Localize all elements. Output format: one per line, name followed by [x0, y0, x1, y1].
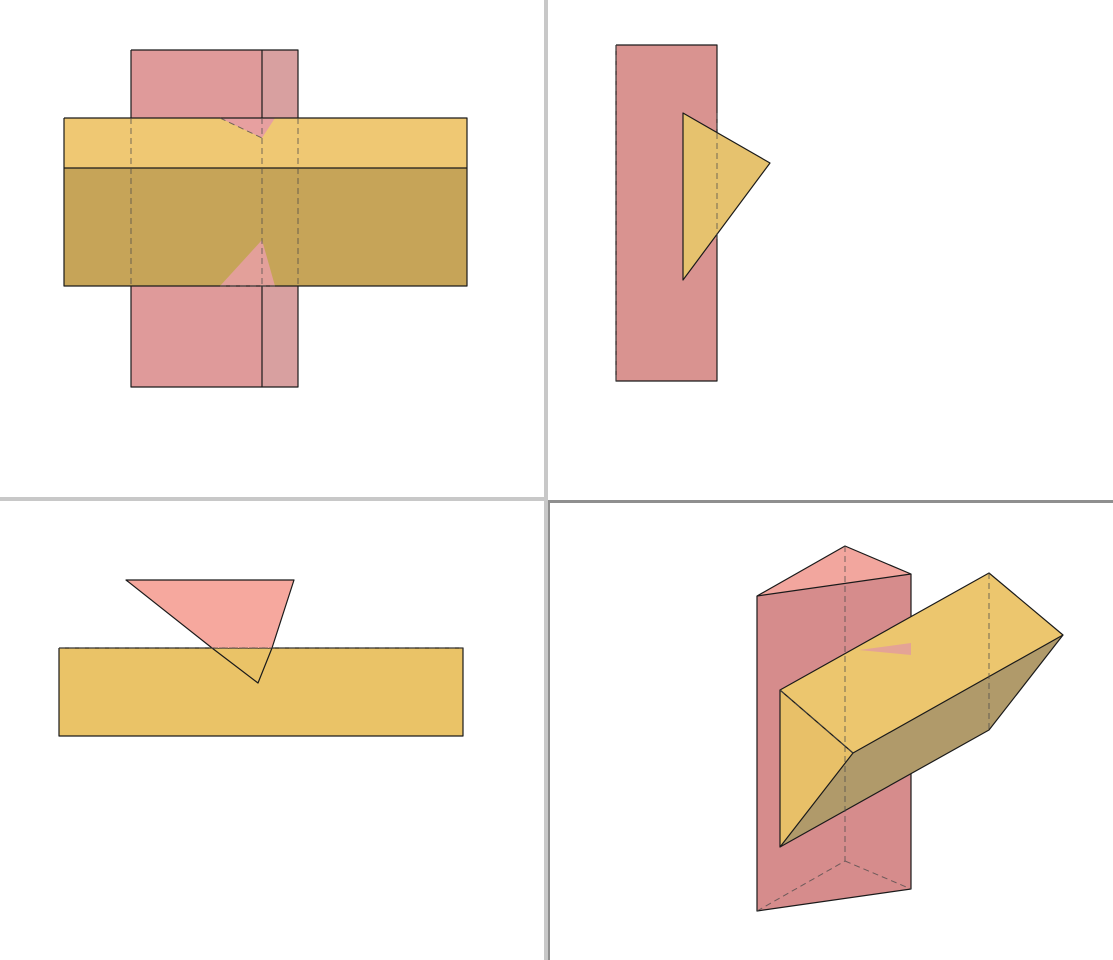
hidden-edge: [756, 860, 846, 912]
front-view-drawing: [63, 49, 468, 388]
yellow-prism-underside: [780, 635, 1063, 847]
pink-triangle-tip: [211, 647, 273, 684]
yellow-prism-top: [59, 648, 463, 736]
intersection-patch: [859, 643, 911, 655]
vertical-divider[interactable]: [544, 0, 548, 960]
hidden-edge: [844, 860, 912, 890]
horizontal-divider-left[interactable]: [0, 497, 548, 501]
pink-triangle-top: [126, 580, 294, 648]
side-view[interactable]: [548, 0, 1113, 497]
active-view-border-top: [548, 500, 1113, 503]
hidden-edge: [779, 689, 854, 754]
pink-triangle-outline: [125, 579, 295, 649]
pink-prism-top-face: [757, 546, 911, 596]
yellow-prism-outline: [63, 117, 468, 287]
top-view[interactable]: [0, 501, 544, 960]
yellow-prism-top-face: [780, 573, 1063, 753]
intersection-notch-top: [220, 118, 275, 138]
yellow-prism-bottom-outline: [779, 634, 1064, 848]
top-view-drawing: [58, 579, 464, 737]
yellow-triangle-outline: [682, 112, 771, 281]
yellow-prism-end-face: [780, 690, 853, 847]
3d-view-drawing: [756, 545, 1064, 912]
active-view-border-left: [548, 500, 550, 960]
hidden-edge: [219, 117, 263, 139]
front-view[interactable]: [0, 0, 544, 497]
pink-prism-top-outline: [756, 545, 912, 597]
yellow-triangle-end: [683, 113, 770, 280]
3d-view[interactable]: [550, 503, 1113, 960]
yellow-prism-top-outline: [58, 647, 464, 737]
side-view-drawing: [615, 44, 771, 382]
intersection-notch-bottom: [220, 240, 275, 286]
